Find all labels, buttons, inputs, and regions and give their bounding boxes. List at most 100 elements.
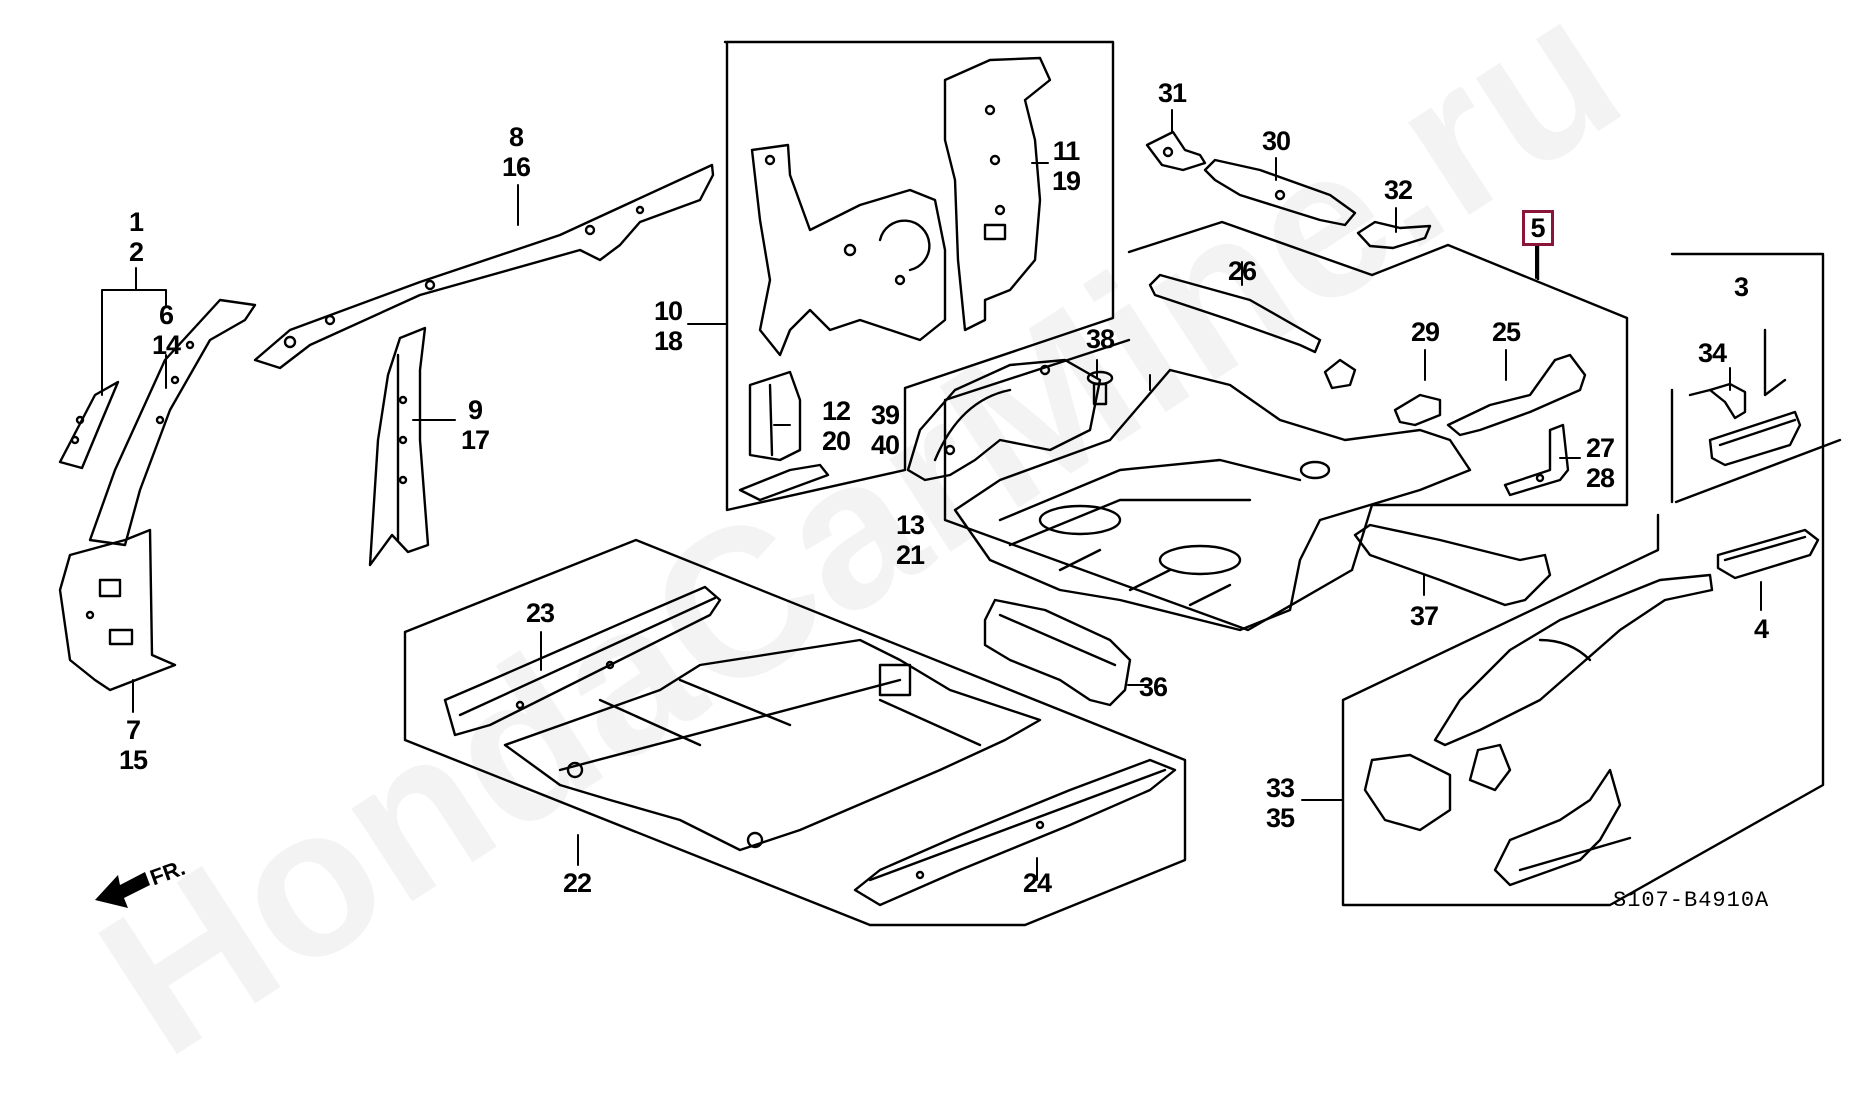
callout-34[interactable]: 34 [1698, 338, 1727, 368]
diagram-artwork [58, 40, 1842, 927]
part-bracket-29b [1393, 393, 1442, 427]
parts-diagram: HondaCarMine.ru [58, 0, 1842, 1100]
callout-text: 26 [1227, 256, 1257, 286]
callout-33-35[interactable]: 33 35 [1265, 773, 1295, 833]
group-frame-front-floor [403, 538, 1187, 927]
callout-text: 10 [653, 296, 683, 326]
callout-4[interactable]: 4 [1753, 614, 1769, 644]
callout-text: 17 [460, 425, 490, 455]
callout-text: 4 [1753, 614, 1769, 644]
callout-text: 5 [1530, 213, 1546, 243]
part-rear-floor-pan [953, 368, 1472, 632]
part-center-pillar-9-17 [368, 326, 430, 567]
callout-7-15[interactable]: 7 15 [118, 715, 148, 775]
part-clip-34 [1688, 382, 1747, 420]
callout-text: 27 [1585, 433, 1615, 463]
part-extension-3 [1708, 410, 1802, 467]
callout-text: 23 [525, 598, 555, 628]
callout-24[interactable]: 24 [1022, 868, 1052, 898]
callout-text: 13 [895, 510, 925, 540]
callout-text: 6 [158, 300, 174, 330]
callout-text: 9 [467, 395, 483, 425]
part-bracket-31 [1145, 130, 1207, 172]
part-crossmember-37 [1353, 523, 1552, 607]
callout-text: 3 [1733, 272, 1749, 302]
callout-text: 2 [128, 237, 144, 267]
group-frame-3-34 [1670, 328, 1842, 504]
callout-text: 21 [895, 540, 925, 570]
leader-line-5 [1536, 246, 1540, 280]
callout-32[interactable]: 32 [1383, 175, 1413, 205]
callout-text: 37 [1409, 601, 1439, 631]
callout-6-14[interactable]: 6 14 [151, 300, 181, 360]
callout-text: 33 [1265, 773, 1295, 803]
part-bracket-27-28 [1503, 423, 1570, 497]
callout-11-19[interactable]: 11 19 [1051, 136, 1081, 196]
callout-23[interactable]: 23 [525, 598, 555, 628]
callout-5-highlighted[interactable]: 5 [1522, 210, 1554, 246]
part-rear-frame-33-35 [1363, 573, 1714, 887]
callout-10-18[interactable]: 10 18 [653, 296, 683, 356]
callout-text: 19 [1051, 166, 1081, 196]
callout-text: 16 [501, 152, 531, 182]
callout-text: 15 [118, 745, 148, 775]
part-side-sill-24 [853, 758, 1177, 907]
callout-3[interactable]: 3 [1733, 272, 1749, 302]
callout-13-21[interactable]: 13 21 [895, 510, 925, 570]
part-bracket-25 [1446, 353, 1587, 437]
part-bolt-38 [1086, 370, 1114, 406]
callout-37[interactable]: 37 [1409, 601, 1439, 631]
part-extension-4 [1716, 528, 1820, 580]
callout-text: 7 [125, 715, 141, 745]
arrow-left-down-icon [95, 872, 150, 908]
part-quarter-inner-10-18 [750, 143, 947, 357]
part-crossmember-36 [983, 598, 1132, 707]
part-pillar-reinforcement-1-2 [58, 380, 120, 470]
callout-31[interactable]: 31 [1158, 78, 1187, 108]
part-roof-rail-8-16 [253, 163, 715, 370]
callout-text: 38 [1085, 324, 1115, 354]
callout-8-16[interactable]: 8 16 [501, 122, 531, 182]
callout-text: 20 [821, 426, 851, 456]
callout-27-28[interactable]: 27 28 [1585, 433, 1615, 493]
callout-1-2[interactable]: 1 2 [128, 207, 144, 267]
group-frame-rear-floor [943, 220, 1629, 632]
part-rear-wheelhouse-13-21 [906, 358, 1102, 482]
callout-25[interactable]: 25 [1491, 317, 1521, 347]
callout-text: 29 [1410, 317, 1440, 347]
callout-text: 39 [870, 400, 900, 430]
part-side-sill-23 [443, 585, 722, 737]
part-rear-crossmember-26 [1148, 273, 1322, 354]
callout-text: 22 [562, 868, 592, 898]
callout-text: 36 [1138, 672, 1168, 702]
part-lower-pillar-7-15 [58, 528, 177, 692]
part-clip-29 [1323, 358, 1357, 390]
part-wheelhouse-extension-12-20 [748, 370, 802, 462]
callout-38[interactable]: 38 [1085, 324, 1115, 354]
callout-text: 28 [1585, 463, 1615, 493]
callout-39-40[interactable]: 39 40 [870, 400, 900, 460]
part-bracket-39-40 [738, 463, 830, 502]
callout-22[interactable]: 22 [562, 868, 592, 898]
callout-26[interactable]: 26 [1227, 256, 1257, 286]
callout-text: 8 [508, 122, 524, 152]
group-frame-upper-center [723, 40, 1115, 512]
part-front-floor-22 [503, 638, 1042, 852]
part-rear-pillar-11-19 [943, 56, 1052, 332]
callout-text: 35 [1265, 803, 1295, 833]
callout-text: 30 [1261, 126, 1291, 156]
callout-text: 40 [870, 430, 900, 460]
diagram-code: S107-B4910A [1613, 888, 1770, 913]
callout-text: 32 [1383, 175, 1413, 205]
callout-9-17[interactable]: 9 17 [460, 395, 490, 455]
callout-29[interactable]: 29 [1410, 317, 1440, 347]
callout-text: 24 [1022, 868, 1052, 898]
callout-12-20[interactable]: 12 20 [821, 396, 851, 456]
callout-30[interactable]: 30 [1261, 126, 1291, 156]
group-frame-right [1341, 252, 1825, 907]
callout-text: 25 [1491, 317, 1521, 347]
callout-text: 18 [653, 326, 683, 356]
callout-text: 14 [151, 330, 181, 360]
callout-36[interactable]: 36 [1138, 672, 1168, 702]
part-front-pillar-6-14 [88, 298, 257, 547]
